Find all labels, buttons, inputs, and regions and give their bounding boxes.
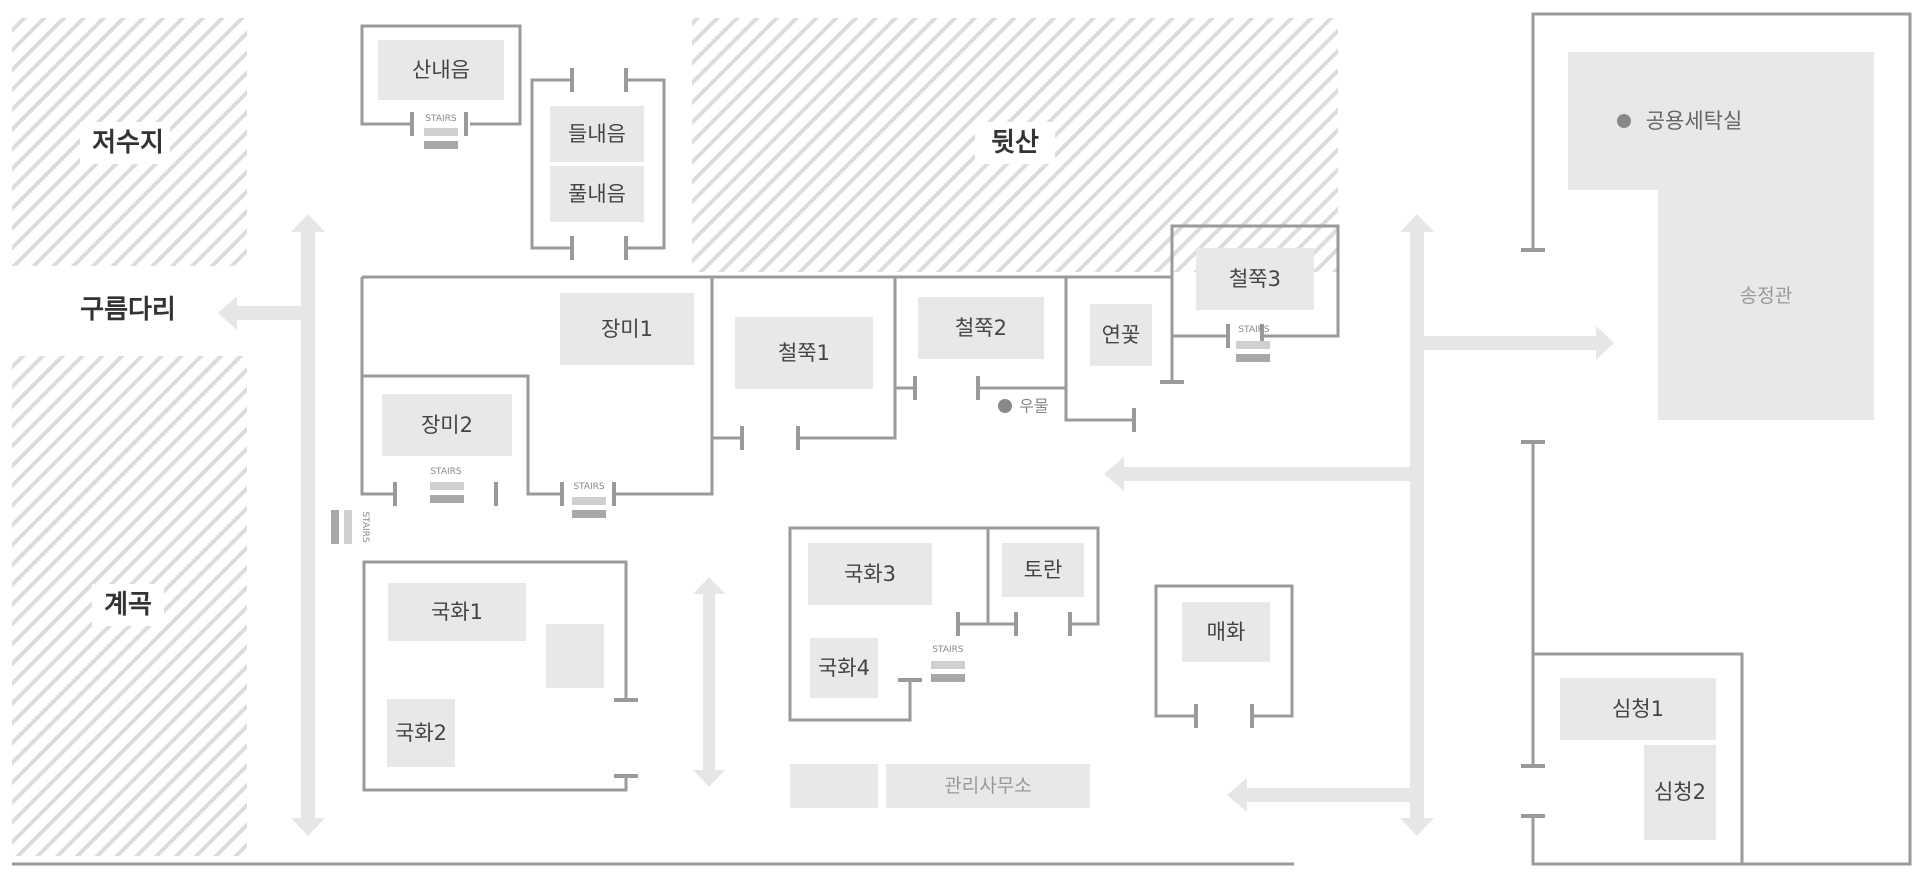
- room-label: 국화2: [395, 721, 447, 745]
- stairs-cheoljjuk3: STAIRS: [1236, 325, 1270, 362]
- room-gukhwa1[interactable]: 국화1: [388, 583, 526, 641]
- laundry-poi[interactable]: 공용세탁실: [1617, 109, 1742, 133]
- room-yeonkkot[interactable]: 연꽃: [1090, 304, 1152, 366]
- room-label: 국화3: [844, 562, 896, 586]
- room-jangmi2[interactable]: 장미2: [382, 394, 512, 456]
- room-cheoljjuk3[interactable]: 철쭉3: [1196, 248, 1314, 310]
- back-mountain-label: 뒷산: [991, 128, 1039, 158]
- svg-text:STAIRS: STAIRS: [430, 467, 462, 477]
- room-gukhwa3[interactable]: 국화3: [808, 543, 932, 605]
- stairs-jangmi2: STAIRS: [430, 467, 464, 503]
- room-label: 장미1: [601, 317, 653, 341]
- stairs-sannaeeum: STAIRS: [424, 114, 458, 149]
- svg-text:STAIRS: STAIRS: [573, 482, 605, 492]
- room-toran[interactable]: 토란: [1002, 543, 1084, 597]
- room-simcheong1[interactable]: 심청1: [1560, 678, 1716, 740]
- room-label: 송정관: [1740, 285, 1792, 307]
- stairs-gukhwa: STAIRS: [931, 645, 965, 682]
- room-gukhwa4[interactable]: 국화4: [810, 638, 878, 698]
- room-label: 토란: [1024, 558, 1063, 582]
- room-label: 매화: [1207, 620, 1246, 644]
- room-gukhwa2[interactable]: 국화2: [387, 699, 455, 767]
- room-label: 심청2: [1654, 780, 1706, 804]
- room-label: 장미2: [421, 413, 473, 437]
- room-label: 철쭉1: [778, 341, 830, 365]
- well-label: 우물: [1019, 397, 1048, 416]
- laundry-label: 공용세탁실: [1646, 109, 1743, 133]
- room-label: 들내음: [568, 122, 626, 146]
- room-label: 산내음: [412, 58, 470, 82]
- room-deulnaeeum[interactable]: 들내음: [550, 106, 644, 162]
- office-annex[interactable]: [790, 764, 878, 808]
- well-dot-icon: [998, 399, 1012, 413]
- building-songjeonggwan[interactable]: 송정관: [1568, 52, 1874, 420]
- room-label: 풀내음: [568, 182, 626, 206]
- room-office[interactable]: 관리사무소: [886, 764, 1090, 808]
- cloud-bridge-label: 구름다리: [80, 295, 176, 325]
- room-maehwa[interactable]: 매화: [1182, 602, 1270, 662]
- svg-text:STAIRS: STAIRS: [425, 114, 457, 124]
- room-unlabeled[interactable]: [546, 624, 604, 688]
- room-label: 국화1: [431, 600, 483, 624]
- stairs-jangmi-right: STAIRS: [572, 482, 606, 518]
- stairs-vertical: STAIRS: [331, 510, 370, 544]
- room-label: 연꽃: [1102, 323, 1141, 347]
- room-label: 심청1: [1612, 697, 1664, 721]
- room-label: 국화4: [818, 656, 870, 680]
- room-jangmi1[interactable]: 장미1: [560, 293, 694, 365]
- room-cheoljjuk1[interactable]: 철쭉1: [735, 317, 873, 389]
- room-sannaeeum[interactable]: 산내음: [378, 40, 504, 100]
- path-arrows: [218, 214, 1614, 836]
- room-pulnaeeum[interactable]: 풀내음: [550, 166, 644, 222]
- room-simcheong2[interactable]: 심청2: [1644, 745, 1716, 840]
- svg-text:STAIRS: STAIRS: [932, 645, 964, 655]
- room-cheoljjuk2[interactable]: 철쭉2: [918, 297, 1044, 359]
- svg-text:STAIRS: STAIRS: [360, 511, 370, 543]
- room-label: 철쭉3: [1229, 267, 1281, 291]
- laundry-dot-icon: [1617, 114, 1631, 128]
- room-label: 관리사무소: [944, 775, 1031, 797]
- valley-label: 계곡: [104, 590, 152, 620]
- well-poi[interactable]: 우물: [998, 397, 1049, 416]
- svg-text:STAIRS: STAIRS: [1238, 325, 1270, 335]
- building-walls: [12, 12, 1912, 866]
- room-label: 철쭉2: [955, 316, 1007, 340]
- reservoir-label: 저수지: [92, 128, 164, 158]
